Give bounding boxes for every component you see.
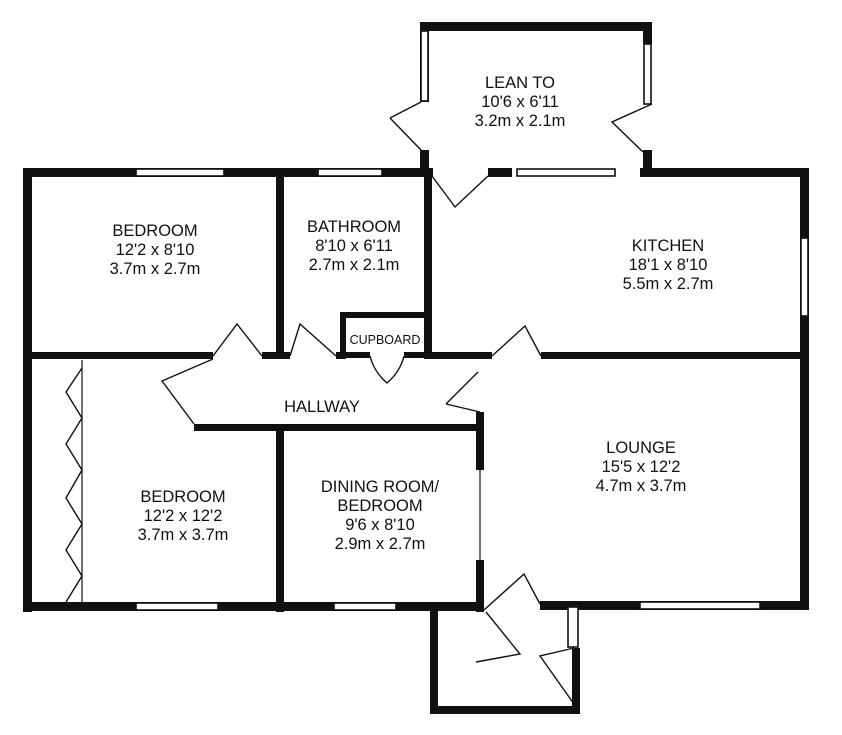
door-hallway-left[interactable] [160, 358, 214, 425]
room-name: HALLWAY [284, 398, 360, 416]
wall-bed1-bottom-2 [262, 352, 284, 359]
door-lounge[interactable] [445, 371, 481, 413]
wall-leanto-left-lower [420, 150, 429, 174]
room-kitchen: KITCHEN 18'1 x 8'10 5.5m x 2.7m [623, 237, 714, 293]
door-cupboard[interactable] [369, 355, 405, 384]
room-lounge: LOUNGE 15'5 x 12'2 4.7m x 3.7m [596, 439, 687, 495]
wall-top-left [23, 168, 433, 177]
window-dining [333, 602, 397, 611]
room-size-metric: 3.2m x 2.1m [475, 112, 566, 130]
room-name-line1: DINING ROOM/ [321, 478, 440, 496]
room-cupboard: CUPBOARD [350, 333, 421, 347]
room-lean-to: LEAN TO 10'6 x 6'11 3.2m x 2.1m [475, 74, 566, 130]
wall-porch-bottom [430, 706, 580, 714]
room-size-imperial: 18'1 x 8'10 [629, 256, 708, 274]
wall-leanto-right-lower [643, 150, 652, 174]
room-name: BEDROOM [112, 222, 197, 240]
wall-hall-bottom [194, 424, 484, 431]
wall-top-kitchen [640, 168, 808, 177]
doors [65, 101, 653, 705]
door-bedroom1[interactable] [212, 322, 263, 357]
wall-bed2-dining [276, 424, 284, 612]
door-leanto-kitchen[interactable] [431, 175, 489, 209]
wall-bed1-bottom [23, 352, 213, 359]
room-name: CUPBOARD [350, 333, 421, 347]
wall-cupboard-left [340, 312, 346, 358]
windows [135, 30, 809, 648]
window-bedroom1 [135, 168, 225, 177]
room-name: BEDROOM [140, 488, 225, 506]
wall-bed1-bath [276, 168, 284, 358]
room-hallway: HALLWAY [284, 398, 360, 416]
door-bathroom[interactable] [289, 322, 337, 357]
room-size-imperial: 9'6 x 8'10 [345, 516, 415, 534]
room-bedroom-1: BEDROOM 12'2 x 8'10 3.7m x 2.7m [110, 222, 201, 278]
door-leanto-right[interactable] [610, 103, 653, 153]
window-porch [567, 606, 579, 648]
room-name: KITCHEN [632, 237, 704, 255]
wall-hall-lounge [476, 412, 484, 470]
room-name: LOUNGE [606, 439, 676, 457]
wall-bottom-left [23, 602, 483, 611]
room-size-imperial: 10'6 x 6'11 [481, 93, 559, 111]
window-leanto-left [420, 30, 429, 102]
door-porch-inner[interactable] [475, 611, 522, 663]
room-name: BATHROOM [307, 218, 401, 236]
window-bedroom2 [135, 602, 219, 611]
wall-kitchen-bottom-a [424, 352, 492, 359]
door-porch-lounge[interactable] [483, 572, 541, 611]
window-leanto-right [643, 43, 652, 105]
room-name-line2: BEDROOM [337, 497, 422, 515]
room-size-imperial: 15'5 x 12'2 [602, 458, 681, 476]
room-dining: DINING ROOM/ BEDROOM 9'6 x 8'10 2.9m x 2… [321, 478, 440, 553]
room-size-metric: 5.5m x 2.7m [623, 275, 714, 293]
wall-porch-right [572, 648, 580, 714]
door-leanto-left[interactable] [389, 101, 422, 151]
wall-outer-left [23, 168, 32, 612]
room-name: LEAN TO [485, 74, 555, 92]
wall-cupboard-bottom-right [404, 352, 432, 358]
room-size-metric: 4.7m x 3.7m [596, 477, 687, 495]
room-size-imperial: 12'2 x 8'10 [116, 241, 195, 259]
wall-cupboard-bottom-left [340, 352, 370, 358]
window-bathroom [317, 168, 383, 177]
room-size-imperial: 8'10 x 6'11 [315, 237, 393, 255]
wall-dining-lounge-lower [476, 560, 484, 612]
wall-outer-right [800, 168, 809, 610]
wall-bath-bottom [276, 352, 290, 359]
wall-leanto-top [420, 22, 652, 31]
room-size-metric: 2.7m x 2.1m [309, 256, 400, 274]
window-lounge [639, 601, 761, 610]
wall-leanto-right-upper [643, 22, 652, 44]
room-bathroom: BATHROOM 8'10 x 6'11 2.7m x 2.1m [307, 218, 401, 274]
room-size-metric: 3.7m x 2.7m [110, 260, 201, 278]
room-size-metric: 2.9m x 2.7m [335, 535, 426, 553]
room-size-imperial: 12'2 x 12'2 [144, 507, 223, 525]
wall-cupboard-top [340, 312, 432, 318]
room-size-metric: 3.7m x 3.7m [138, 526, 229, 544]
wardrobe-doors [65, 367, 83, 603]
door-porch-exterior[interactable] [538, 647, 575, 705]
wall-kitchen-bottom-b [541, 352, 809, 359]
window-kitchen-right [800, 237, 809, 317]
room-bedroom-2: BEDROOM 12'2 x 12'2 3.7m x 3.7m [138, 488, 229, 544]
wall-bath-kitchen [424, 168, 432, 358]
window-kitchen-top [516, 168, 616, 177]
door-kitchen[interactable] [491, 324, 542, 357]
wall-top-kitchen-mid [488, 168, 512, 177]
wall-porch-left [430, 602, 438, 714]
